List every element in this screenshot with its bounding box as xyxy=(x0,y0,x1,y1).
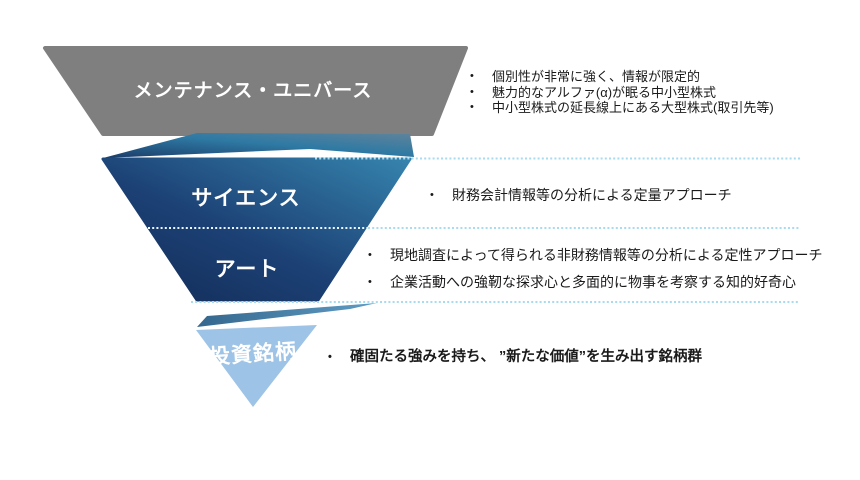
bullet-text: 確固たる強みを持ち、 ”新たな価値”を生み出す銘柄群 xyxy=(350,349,703,365)
funnel-fold-ribbon-bottom xyxy=(197,303,377,327)
bullet-text: 中小型株式の延長線上にある大型株式(取引先等) xyxy=(492,100,774,115)
funnel-fold-ribbon-top xyxy=(103,133,414,158)
bullet-dot: • xyxy=(470,85,474,98)
bullet-item: • 確固たる強みを持ち、 ”新たな価値”を生み出す銘柄群 xyxy=(328,349,702,365)
bullet-dot: • xyxy=(368,249,372,261)
funnel-level-investment-shape xyxy=(196,325,317,407)
bullets-science: • 財務会計情報等の分析による定量アプローチ xyxy=(430,188,732,203)
bullets-maintenance: • 個別性が非常に強く、情報が限定的 • 魅力的なアルファ(α)が眠る中小型株式… xyxy=(470,69,774,116)
bullets-art: • 現地調査によって得られる非財務情報等の分析による定性アプローチ • 企業活動… xyxy=(368,248,822,302)
bullet-text: 財務会計情報等の分析による定量アプローチ xyxy=(452,187,732,203)
bullet-item: • 魅力的なアルファ(α)が眠る中小型株式 xyxy=(470,85,774,101)
bullets-investment: • 確固たる強みを持ち、 ”新たな価値”を生み出す銘柄群 xyxy=(328,349,702,365)
bullet-item: • 中小型株式の延長線上にある大型株式(取引先等) xyxy=(470,100,774,116)
bullet-dot: • xyxy=(470,101,474,113)
bullet-dot: • xyxy=(430,189,434,201)
bullet-text: 魅力的なアルファ(α)が眠る中小型株式 xyxy=(492,84,717,100)
funnel-level-maintenance-label: メンテナンス・ユニバース xyxy=(133,80,373,102)
bullet-dot: • xyxy=(328,351,332,363)
bullet-item: • 個別性が非常に強く、情報が限定的 xyxy=(470,69,774,85)
bullet-item: • 財務会計情報等の分析による定量アプローチ xyxy=(430,188,732,203)
funnel-level-investment-label: 投資銘柄 xyxy=(208,339,298,370)
bullet-item: • 現地調査によって得られる非財務情報等の分析による定性アプローチ xyxy=(368,248,822,263)
funnel-body-science-art-shape xyxy=(101,157,412,302)
funnel-level-maintenance-shape xyxy=(43,46,468,136)
bullet-text: 個別性が非常に強く、情報が限定的 xyxy=(492,69,701,84)
bullet-dot: • xyxy=(470,70,474,82)
funnel-level-art-label: アート xyxy=(214,258,280,281)
bullet-text: 企業活動への強靭な探求心と多面的に物事を考察する知的好奇心 xyxy=(390,274,796,290)
funnel-level-science-label: サイエンス xyxy=(191,187,301,210)
bullet-item: • 企業活動への強靭な探求心と多面的に物事を考察する知的好奇心 xyxy=(368,275,822,290)
bullet-text: 現地調査によって得られる非財務情報等の分析による定性アプローチ xyxy=(390,247,823,263)
bullet-dot: • xyxy=(368,276,372,288)
